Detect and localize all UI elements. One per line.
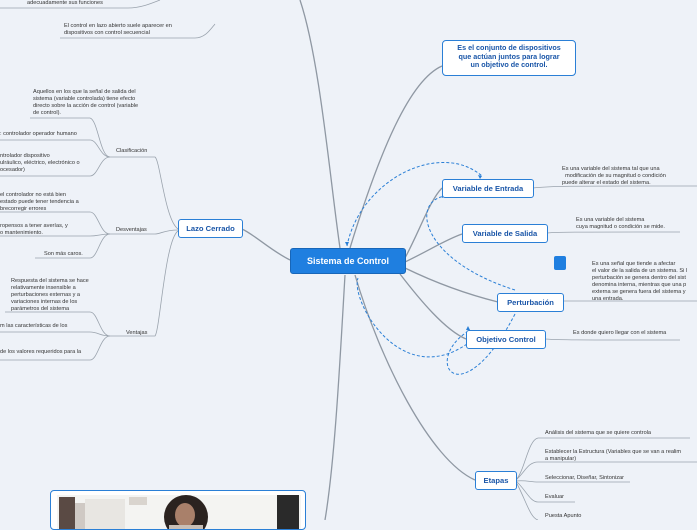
entrada-note: Es una variable del sistema tal que una … bbox=[562, 166, 666, 186]
definition-node[interactable]: Es el conjunto de dispositivos que actúa… bbox=[442, 40, 576, 76]
clasificacion-label: Clasificación bbox=[116, 148, 148, 154]
ventajas-item: Respuesta del sistema se hace relativame… bbox=[11, 278, 89, 312]
lazo-definition: Aquellos en los que la señal de salida d… bbox=[33, 89, 139, 116]
top-note-1: adecuadamente sus funciones bbox=[27, 0, 103, 6]
etapas-item: Puesta Apunto bbox=[545, 513, 582, 519]
central-node[interactable]: Sistema de Control bbox=[290, 248, 406, 274]
ventajas-item: de los valores requeridos para la bbox=[0, 349, 82, 355]
node-objetivo-control[interactable]: Objetivo Control bbox=[466, 330, 546, 349]
node-variable-salida[interactable]: Variable de Salida bbox=[462, 224, 548, 243]
clasificacion-item: ntrolador dispositivo ulráulico, eléctri… bbox=[0, 153, 80, 173]
node-perturbacion[interactable]: Perturbación bbox=[497, 293, 564, 312]
etapas-item: Análisis del sistema que se quiere contr… bbox=[545, 430, 652, 436]
etapas-item: Establecer la Estructura (Variables que … bbox=[545, 449, 682, 462]
desventajas-label: Desventajas bbox=[116, 227, 147, 233]
desventajas-item: Son más caros. bbox=[44, 251, 83, 257]
desventajas-item: el controlador no está bien estado puede… bbox=[0, 192, 79, 212]
etapas-item: Evaluar bbox=[545, 494, 564, 500]
ventajas-item: m las características de los bbox=[0, 323, 68, 329]
node-etapas[interactable]: Etapas bbox=[475, 471, 517, 490]
left-note-lines bbox=[0, 0, 216, 361]
note-lines bbox=[515, 185, 697, 520]
image-attachment[interactable] bbox=[50, 490, 306, 530]
top-note-2: El control en lazo abierto suele aparece… bbox=[64, 23, 172, 36]
clasificacion-item: : controlador operador humano bbox=[0, 131, 77, 137]
photo-thumbnail bbox=[57, 495, 301, 529]
desventajas-item: ropensos a tener averías, y o mantenimie… bbox=[0, 223, 68, 236]
etapas-item: Seleccionar, Diseñar, Sintonizar bbox=[545, 475, 624, 481]
node-variable-entrada[interactable]: Variable de Entrada bbox=[442, 179, 534, 198]
ventajas-label: Ventajas bbox=[126, 330, 148, 336]
branch-lines bbox=[241, 0, 499, 520]
salida-note: Es una variable del sistema cuya magnitu… bbox=[576, 217, 665, 230]
perturbacion-note: Es una señal que tiende a afectar el val… bbox=[592, 261, 688, 302]
selection-handle[interactable] bbox=[554, 256, 566, 270]
objetivo-note: Es donde quiero llegar con el sistema bbox=[573, 330, 667, 336]
node-lazo-cerrado[interactable]: Lazo Cerrado bbox=[178, 219, 243, 238]
